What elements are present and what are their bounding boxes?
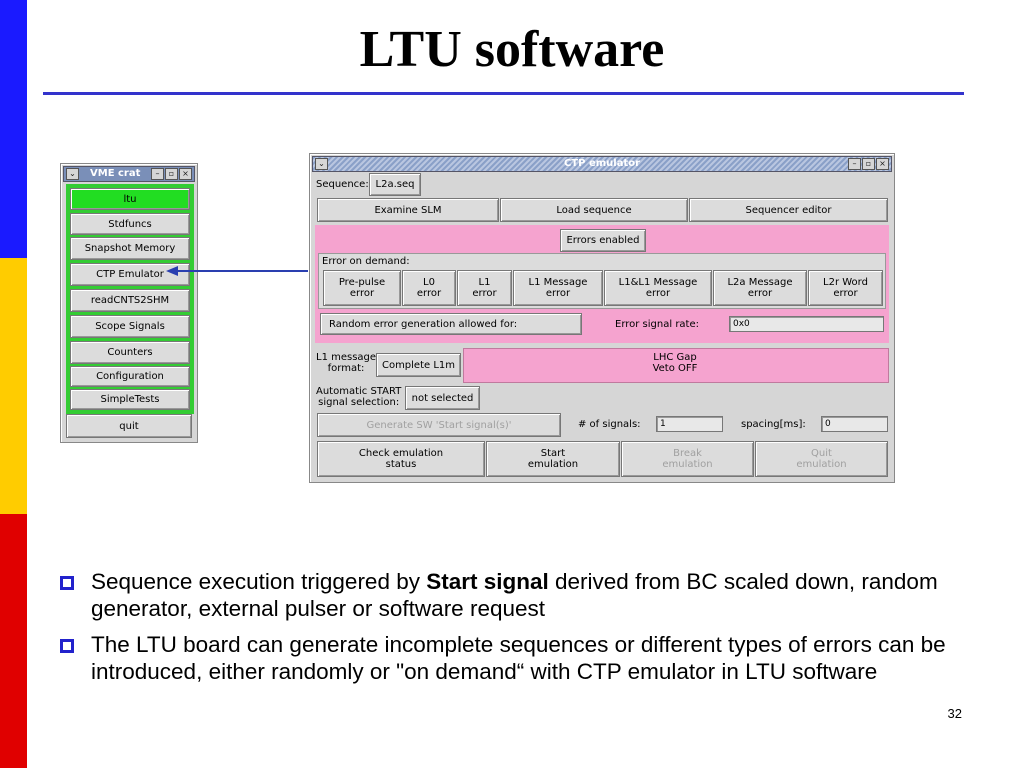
square-bullet-icon [60,639,74,653]
lhc-gap-label: LHC Gap Veto OFF [652,352,698,374]
l1-message-format-label: L1 message format: [316,352,377,374]
vme-button-configuration[interactable]: Configuration [70,366,190,387]
bullet-text: The LTU board can generate incomplete se… [91,632,946,684]
lhc-gap-panel [463,348,889,383]
quit-emulation-button[interactable]: Quit emulation [755,441,888,477]
vme-button-scope-signals[interactable]: Scope Signals [70,315,190,338]
l1-message-error-button[interactable]: L1 Message error [513,270,603,306]
vme-title: VME crat [90,168,141,179]
auto-start-button[interactable]: not selected [405,386,480,410]
break-emulation-button[interactable]: Break emulation [621,441,754,477]
vme-button-stdfuncs[interactable]: Stdfuncs [70,213,190,235]
load-sequence-button[interactable]: Load sequence [500,198,688,222]
minimize-icon[interactable]: – [848,158,861,170]
vme-button-group: ltu Stdfuncs Snapshot Memory CTP Emulato… [66,184,194,414]
spacing-label: spacing[ms]: [741,419,806,430]
close-icon[interactable]: × [179,168,192,180]
examine-slm-button[interactable]: Examine SLM [317,198,499,222]
stripe-red [0,514,27,768]
bullet-bold-text: Start signal [426,569,549,594]
maximize-icon[interactable]: ▫ [862,158,875,170]
sequencer-editor-button[interactable]: Sequencer editor [689,198,888,222]
sequence-label: Sequence: [316,179,369,190]
bullet-item: Sequence execution triggered by Start si… [58,568,998,622]
errors-enabled-button[interactable]: Errors enabled [560,229,646,252]
bullet-text: Sequence execution triggered by [91,569,427,594]
num-signals-label: # of signals: [578,419,641,430]
page-number: 32 [947,706,962,721]
maximize-icon[interactable]: ▫ [165,168,178,180]
title-rule [43,92,964,95]
bullet-list: Sequence execution triggered by Start si… [58,568,998,694]
prepulse-error-button[interactable]: Pre-pulse error [323,270,401,306]
vme-button-ltu[interactable]: ltu [70,188,190,210]
slide-title: LTU software [359,21,665,78]
stripe-yellow [0,258,27,514]
sequence-button[interactable]: L2a.seq [369,173,421,196]
num-signals-field[interactable]: 1 [656,416,723,432]
l2a-message-error-button[interactable]: L2a Message error [713,270,807,306]
minimize-icon[interactable]: – [151,168,164,180]
menu-icon[interactable]: ⌄ [315,158,328,170]
l0-error-button[interactable]: L0 error [402,270,456,306]
stripe-blue [0,0,27,258]
bullet-text: derived from BC scaled down, random gene… [91,569,938,621]
l1l1-message-error-button[interactable]: L1&L1 Message error [604,270,712,306]
square-bullet-icon [60,576,74,590]
ctp-titlebar: ⌄ CTP emulator – ▫ × [312,156,892,172]
ctp-window: ⌄ CTP emulator – ▫ × Sequence: L2a.seq E… [309,153,895,483]
spacing-field[interactable]: 0 [821,416,888,432]
auto-start-label: Automatic START signal selection: [316,386,402,408]
vme-quit-button[interactable]: quit [66,414,192,438]
start-emulation-button[interactable]: Start emulation [486,441,620,477]
vme-titlebar: ⌄ VME crat – ▫ × [63,166,195,182]
menu-icon[interactable]: ⌄ [66,168,79,180]
random-error-button[interactable]: Random error generation allowed for: [320,313,582,335]
vme-window: ⌄ VME crat – ▫ × ltu Stdfuncs Snapshot M… [60,163,198,443]
l1-error-button[interactable]: L1 error [457,270,512,306]
ctp-title: CTP emulator [563,158,641,169]
generate-start-button[interactable]: Generate SW 'Start signal(s)' [317,413,561,437]
vme-button-counters[interactable]: Counters [70,341,190,364]
vme-button-readcnts2shm[interactable]: readCNTS2SHM [70,289,190,312]
error-rate-field[interactable]: 0x0 [729,316,884,332]
vme-button-simpletests[interactable]: SimpleTests [70,389,190,410]
error-on-demand-label: Error on demand: [322,256,410,267]
bullet-item: The LTU board can generate incomplete se… [58,631,998,685]
check-emulation-button[interactable]: Check emulation status [317,441,485,477]
l1-message-format-button[interactable]: Complete L1m [376,353,461,377]
l2r-word-error-button[interactable]: L2r Word error [808,270,883,306]
vme-button-snapshot-memory[interactable]: Snapshot Memory [70,237,190,260]
vme-button-ctp-emulator[interactable]: CTP Emulator [70,263,190,286]
error-rate-label: Error signal rate: [615,319,699,330]
close-icon[interactable]: × [876,158,889,170]
